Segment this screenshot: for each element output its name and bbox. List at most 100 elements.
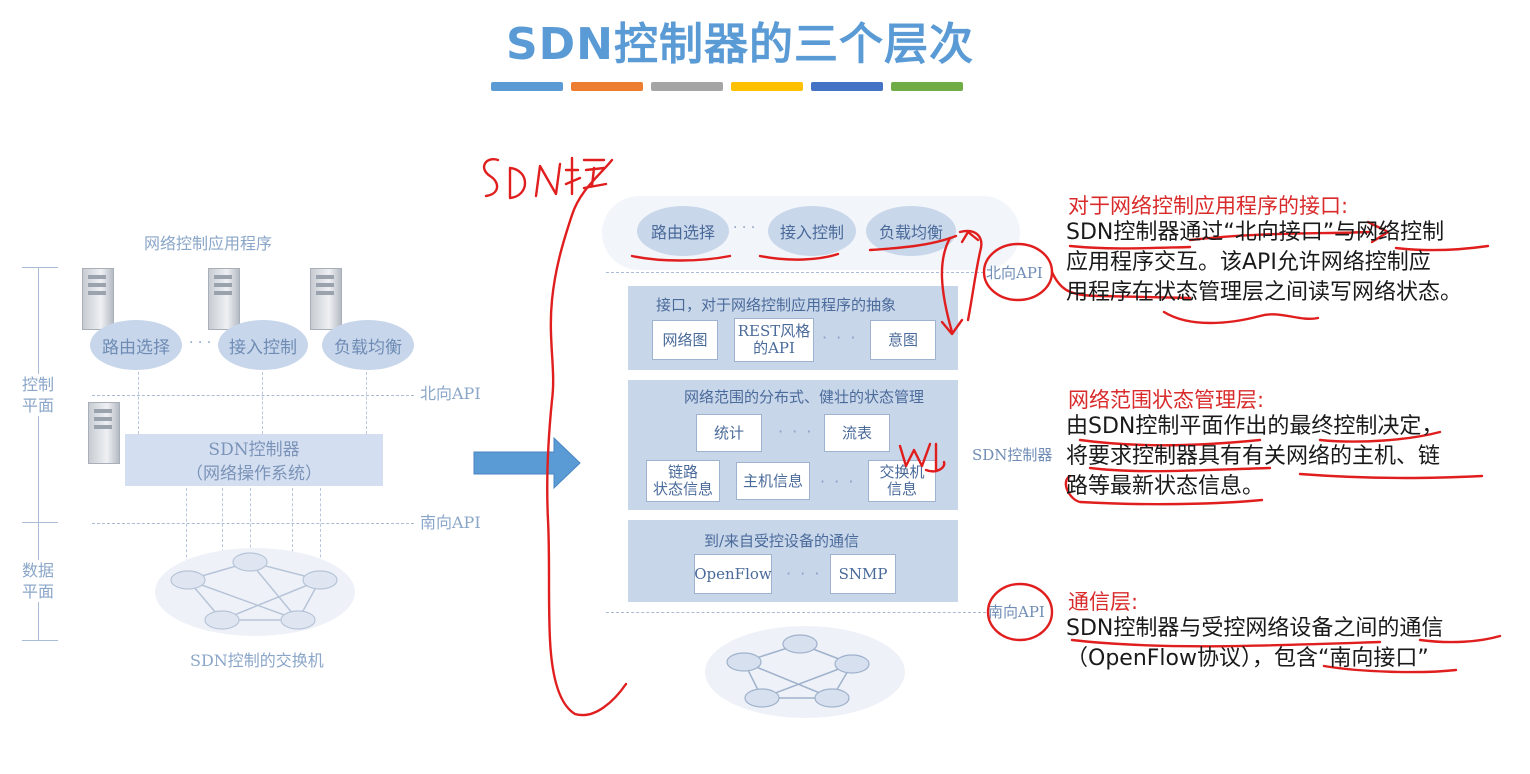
app-oval-balance: 负载均衡: [866, 206, 956, 256]
page-title: SDN控制器的三个层次: [505, 19, 975, 70]
underline: [1188, 230, 1372, 242]
apps-label: 网络控制应用程序: [144, 234, 273, 253]
handwriting-d: [508, 166, 527, 200]
ellipsis: · · ·: [733, 220, 756, 236]
underline: [1418, 634, 1502, 644]
desc-body: SDN控制器通过“北向接口”与网络控制 应用程序交互。该API允许网络控制应 用…: [1066, 218, 1462, 308]
comm-layer-title: 到/来自受控设备的通信: [704, 532, 860, 550]
controller-line2: （网络操作系统）: [186, 464, 322, 484]
openflow-cell: OpenFlow: [694, 554, 772, 594]
flow-table-cell: 流表: [824, 414, 890, 452]
underline: [1162, 310, 1320, 325]
desc-line: 将要求控制器具有有关网络的主机、链: [1066, 444, 1441, 469]
arrow-stroke: [940, 236, 954, 334]
ellipsis: · · ·: [778, 422, 814, 441]
northbound-label: 北向API: [986, 264, 1043, 282]
desc-line: 路等最新状态信息。: [1066, 474, 1265, 499]
server-icon: [88, 402, 120, 464]
desc-heading: 网络范围状态管理层:: [1068, 388, 1265, 412]
underline: [758, 252, 840, 261]
southbound-label: 南向API: [988, 603, 1045, 621]
handwriting-w: [898, 442, 932, 468]
underline: [1088, 466, 1272, 473]
handwriting-ctrl: [582, 158, 608, 190]
underline: [1318, 430, 1442, 443]
arrow-head: [1366, 220, 1390, 244]
title-bar-3: [651, 82, 723, 91]
app-oval-access: 接入控制: [218, 320, 308, 370]
ellipsis: · · ·: [786, 564, 822, 583]
desc-line: （OpenFlow协议），包含“南向接口”: [1066, 646, 1429, 671]
snmp-cell: SNMP: [830, 554, 896, 594]
desc-line: SDN控制器与受控网络设备之间的通信: [1066, 616, 1444, 641]
app-oval-balance: 负载均衡: [322, 320, 414, 370]
connector: [186, 488, 187, 588]
northbound-line: [606, 272, 984, 273]
title-color-bars: [491, 82, 963, 91]
underline: [1068, 244, 1192, 250]
intent-cell: 意图: [870, 320, 936, 360]
desc-body: 由SDN控制平面作出的最终控制决定， 将要求控制器具有有关网络的主机、链 路等最…: [1066, 412, 1443, 502]
circle-mark: [986, 582, 1054, 642]
app-oval-routing: 路由选择: [90, 320, 182, 370]
circle-mark: [982, 242, 1054, 302]
sdn-controller-label: SDN控制器: [972, 446, 1053, 464]
control-plane-label: 控制 平面: [22, 374, 55, 416]
handwriting-s: [482, 158, 500, 198]
handwriting-j: [924, 442, 946, 473]
arrow-stroke: [958, 229, 983, 322]
desc-heading: 通信层:: [1068, 590, 1139, 614]
northbound-label: 北向API: [420, 384, 481, 403]
underline: [630, 254, 732, 262]
title-bar-2: [571, 82, 643, 91]
underline: [1070, 638, 1382, 648]
underline: [1298, 472, 1484, 480]
arrow-head: [940, 318, 964, 336]
desc-line: 用程序在状态管理层之间读写网络状态。: [1066, 280, 1463, 305]
connector-stroke: [1050, 270, 1192, 300]
stats-cell: 统计: [696, 414, 762, 452]
comm-layer-panel: [628, 520, 958, 602]
link-state-cell: 链路 状态信息: [646, 460, 720, 502]
arrow-head: [960, 230, 980, 244]
handwriting-n: [534, 162, 562, 198]
title-bar-6: [891, 82, 963, 91]
southbound-label: 南向API: [420, 513, 481, 532]
underline: [868, 234, 958, 252]
app-oval-access: 接入控制: [768, 206, 856, 256]
southbound-line: [92, 523, 414, 524]
desc-line: 应用程序交互。该API允许网络控制应: [1066, 250, 1431, 275]
switch-network-left: [155, 548, 355, 636]
southbound-line: [606, 612, 986, 613]
server-icon: [310, 268, 342, 330]
title-bar-1: [491, 82, 563, 91]
data-plane-label: 数据 平面: [22, 560, 55, 602]
bracket-tick-bottom: [22, 640, 58, 641]
right-arrow-icon: [473, 436, 581, 490]
northbound-line: [92, 395, 414, 396]
connector: [262, 372, 263, 434]
state-layer-title: 网络范围的分布式、健壮的状态管理: [684, 388, 925, 406]
underline: [1322, 664, 1458, 674]
switch-info-cell: 交换机 信息: [868, 460, 936, 502]
controller-line1: SDN控制器: [208, 440, 300, 460]
plane-bracket: [38, 268, 39, 640]
ellipsis: · · ·: [822, 328, 858, 347]
desc-line: 由SDN控制平面作出的最终控制决定，: [1066, 414, 1444, 439]
switches-label: SDN控制的交换机: [190, 651, 324, 670]
desc-line: SDN控制器通过“北向接口”与网络控制: [1066, 220, 1445, 245]
title-bar-5: [811, 82, 883, 91]
server-icon: [208, 268, 240, 330]
bracket-tick-top: [22, 267, 58, 268]
title-bar-4: [731, 82, 803, 91]
switch-network-right: [705, 626, 905, 718]
desc-body: SDN控制器与受控网络设备之间的通信 （OpenFlow协议），包含“南向接口”: [1066, 614, 1443, 674]
handwriting-ctrl: [564, 156, 582, 196]
network-graph-cell: 网络图: [652, 320, 718, 360]
host-info-cell: 主机信息: [736, 462, 810, 500]
underline: [1064, 474, 1264, 506]
app-oval-routing: 路由选择: [637, 206, 729, 256]
underline: [1394, 244, 1490, 252]
ellipsis: · · ·: [820, 472, 856, 491]
